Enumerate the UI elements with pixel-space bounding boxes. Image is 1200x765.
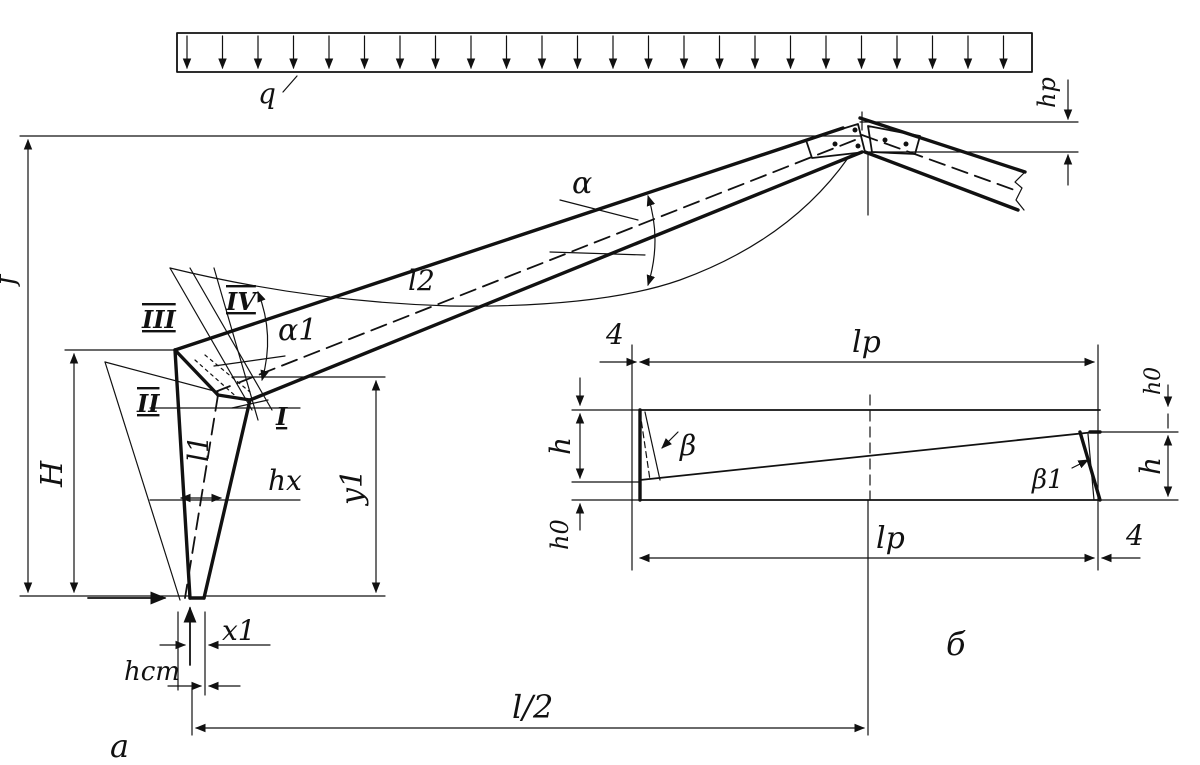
moment-arcs [169, 157, 849, 382]
label-section-IV: IV [225, 287, 258, 316]
tapered-beam [631, 344, 1102, 571]
label-l-half: l/2 [512, 688, 553, 726]
label-figure-b: б [946, 625, 966, 663]
dimension-l-half [191, 499, 869, 736]
ridge-joint [805, 111, 1027, 216]
dimension-H [64, 349, 179, 594]
distributed-load-q [176, 32, 1033, 93]
label-alpha1: α1 [278, 313, 317, 348]
label-lp-top: lp [852, 325, 881, 360]
label-h0-right: h0 [1141, 367, 1166, 395]
load-arrows [182, 35, 1008, 70]
label-h0-left: h0 [546, 519, 574, 550]
label-4-right: 4 [1125, 519, 1144, 552]
label-lp-bottom: lp [876, 521, 905, 556]
label-figure-a: а [110, 727, 129, 765]
label-q: q [258, 77, 276, 110]
label-hcm: hcm [124, 657, 180, 687]
label-section-III: III [141, 305, 176, 334]
label-beta: β [679, 429, 696, 462]
label-section-I: I [275, 402, 288, 431]
label-f: f [0, 270, 21, 287]
label-y1: y1 [335, 469, 370, 507]
support-reactions [87, 591, 271, 696]
label-H: H [35, 460, 70, 488]
label-x1: x1 [222, 614, 256, 647]
label-hp: hp [1033, 77, 1061, 108]
label-4-left: 4 [605, 318, 624, 351]
label-l2: l2 [408, 264, 435, 297]
beam-dimensions [571, 357, 1179, 563]
dimension-y1 [203, 376, 386, 597]
label-alpha: α [572, 166, 592, 201]
frame-rafter [173, 126, 864, 402]
label-section-II: II [136, 389, 160, 418]
section-lines [104, 267, 273, 601]
label-l1: l1 [182, 435, 215, 462]
dimension-hx [149, 407, 301, 503]
label-hx: hx [268, 464, 302, 497]
label-h-left: h [544, 437, 577, 455]
label-h-right: h [1134, 457, 1167, 475]
label-beta1: β1 [1031, 465, 1064, 495]
